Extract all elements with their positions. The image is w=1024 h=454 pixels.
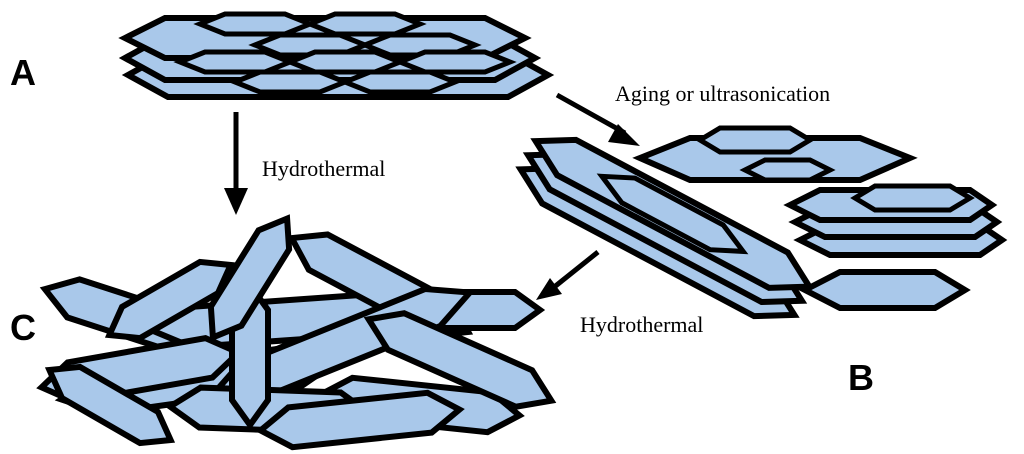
panel-a-stack xyxy=(118,11,555,100)
panel-letter-b: B xyxy=(848,357,874,398)
label-aging-or-ultrasonication: Aging or ultrasonication xyxy=(615,81,830,106)
label-hydrothermal-b-to-c: Hydrothermal xyxy=(580,312,703,337)
top-sheet xyxy=(632,125,918,183)
arrow-a-to-c xyxy=(224,112,248,215)
arrow-a-to-b xyxy=(555,92,640,146)
panel-letter-c: C xyxy=(10,307,36,348)
panel-b-sheets xyxy=(515,125,1008,320)
label-hydrothermal-a-to-c: Hydrothermal xyxy=(262,156,385,181)
lattice-cells xyxy=(173,11,517,95)
panel-letter-a: A xyxy=(10,52,36,93)
tilted-stack xyxy=(515,136,815,320)
panel-c-sheets xyxy=(38,209,559,454)
right-stack xyxy=(783,183,1008,258)
bottom-sheet xyxy=(798,269,971,311)
arrow-b-to-c xyxy=(536,250,600,300)
